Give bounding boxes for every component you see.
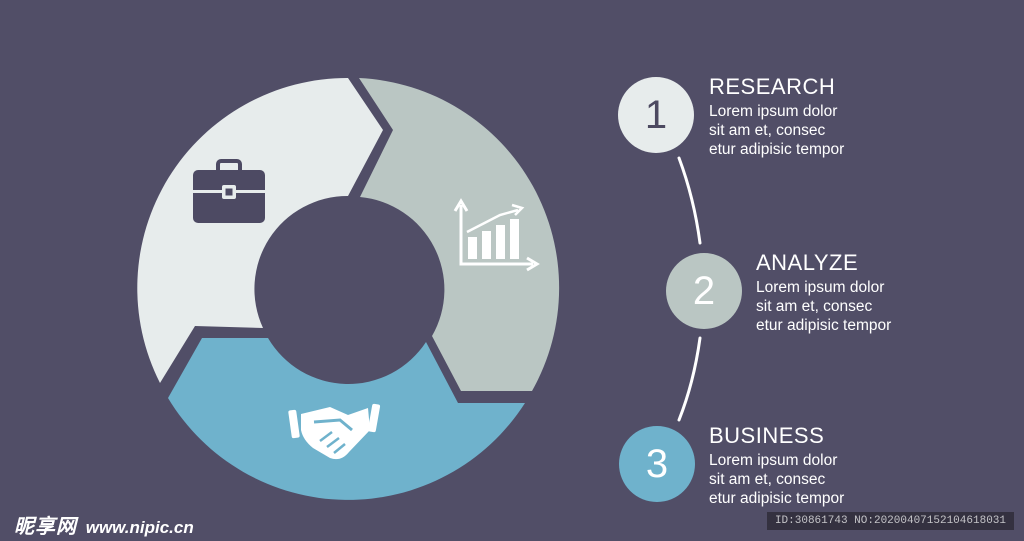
handshake-icon <box>288 403 381 460</box>
step-2-number: 2 <box>692 268 716 313</box>
step-3-circle: 3 <box>619 426 695 502</box>
watermark-site-name: 昵享网 <box>14 516 77 538</box>
step-3-desc-line: Lorem ipsum dolor <box>709 452 838 469</box>
step-3-number: 3 <box>645 441 669 486</box>
step-3-text: BUSINESS Lorem ipsum dolor sit am et, co… <box>709 423 844 508</box>
step-2-desc-line: etur adipisic tempor <box>756 317 892 334</box>
step-1-number: 1 <box>644 92 668 137</box>
step-1-description: Lorem ipsum dolor sit am et, consec etur… <box>709 102 844 159</box>
step-1-title: RESEARCH <box>709 74 836 99</box>
step-2-desc-line: Lorem ipsum dolor <box>756 279 885 296</box>
step-2-desc-line: sit am et, consec <box>756 298 873 315</box>
cycle-diagram <box>137 77 560 500</box>
step-3-title: BUSINESS <box>709 423 825 448</box>
connector-1-2 <box>677 156 702 245</box>
step-3-desc-line: sit am et, consec <box>709 471 826 488</box>
segment-analyze <box>359 78 560 391</box>
step-3-description: Lorem ipsum dolor sit am et, consec etur… <box>709 451 844 508</box>
step-2-text: ANALYZE Lorem ipsum dolor sit am et, con… <box>756 250 891 335</box>
step-2-description: Lorem ipsum dolor sit am et, consec etur… <box>756 278 891 335</box>
step-1-desc-line: sit am et, consec <box>709 122 826 139</box>
step-1-text: RESEARCH Lorem ipsum dolor sit am et, co… <box>709 74 844 159</box>
step-1-desc-line: Lorem ipsum dolor <box>709 103 838 120</box>
step-3-desc-line: etur adipisic tempor <box>709 490 845 507</box>
step-1-circle: 1 <box>618 77 694 153</box>
bar-chart-growth-icon <box>453 198 540 272</box>
step-2-title: ANALYZE <box>756 250 859 275</box>
image-id-tag: ID:30861743 NO:20200407152104618031 <box>766 512 1014 530</box>
watermark: 昵享网 www.nipic.cn <box>14 510 194 539</box>
step-2-circle: 2 <box>666 253 742 329</box>
watermark-url: www.nipic.cn <box>85 518 194 537</box>
briefcase-icon <box>193 159 265 223</box>
connector-2-3 <box>677 336 702 422</box>
segment-research <box>137 77 383 383</box>
step-1-desc-line: etur adipisic tempor <box>709 141 845 158</box>
